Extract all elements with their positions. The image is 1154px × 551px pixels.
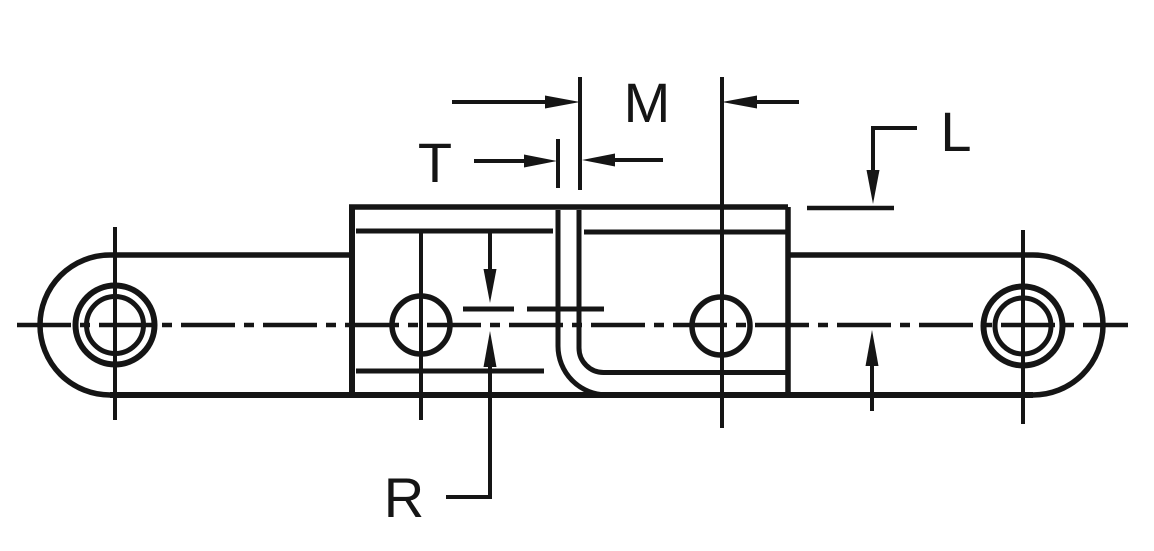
dimension-m-left-arrowhead-icon (545, 95, 580, 109)
dimension-r-down-arrowhead-icon (483, 269, 497, 303)
dimension-m: M (452, 71, 799, 190)
dimension-l: L (807, 100, 972, 411)
dimension-t-left-arrowhead-icon (524, 154, 557, 168)
dimension-l-down-arrowhead-icon (866, 170, 880, 204)
right-pin-assembly (980, 230, 1066, 424)
dimension-r: R (384, 231, 497, 529)
dimension-t: T (418, 131, 663, 194)
left-link-rounded-end (37, 252, 111, 398)
dimension-m-right-arrowhead-icon (722, 95, 757, 109)
dimension-t-right-arrowhead-icon (582, 153, 615, 167)
dimension-label-r: R (384, 466, 424, 529)
left-pin-assembly (72, 227, 158, 420)
link-plate-outline (37, 252, 1106, 398)
plate-holes (389, 77, 753, 428)
right-link-rounded-end (1032, 252, 1106, 398)
dimension-label-m: M (624, 71, 671, 134)
bend-radius-inner-curve (576, 347, 604, 375)
dimension-l-up-arrowhead-icon (865, 330, 879, 366)
attachment-plate (349, 204, 791, 398)
dimension-r-up-arrowhead-icon (483, 331, 497, 367)
dimension-label-t: T (418, 131, 452, 194)
bend-radius-outer-curve (555, 345, 608, 398)
dimension-label-l: L (940, 100, 971, 163)
